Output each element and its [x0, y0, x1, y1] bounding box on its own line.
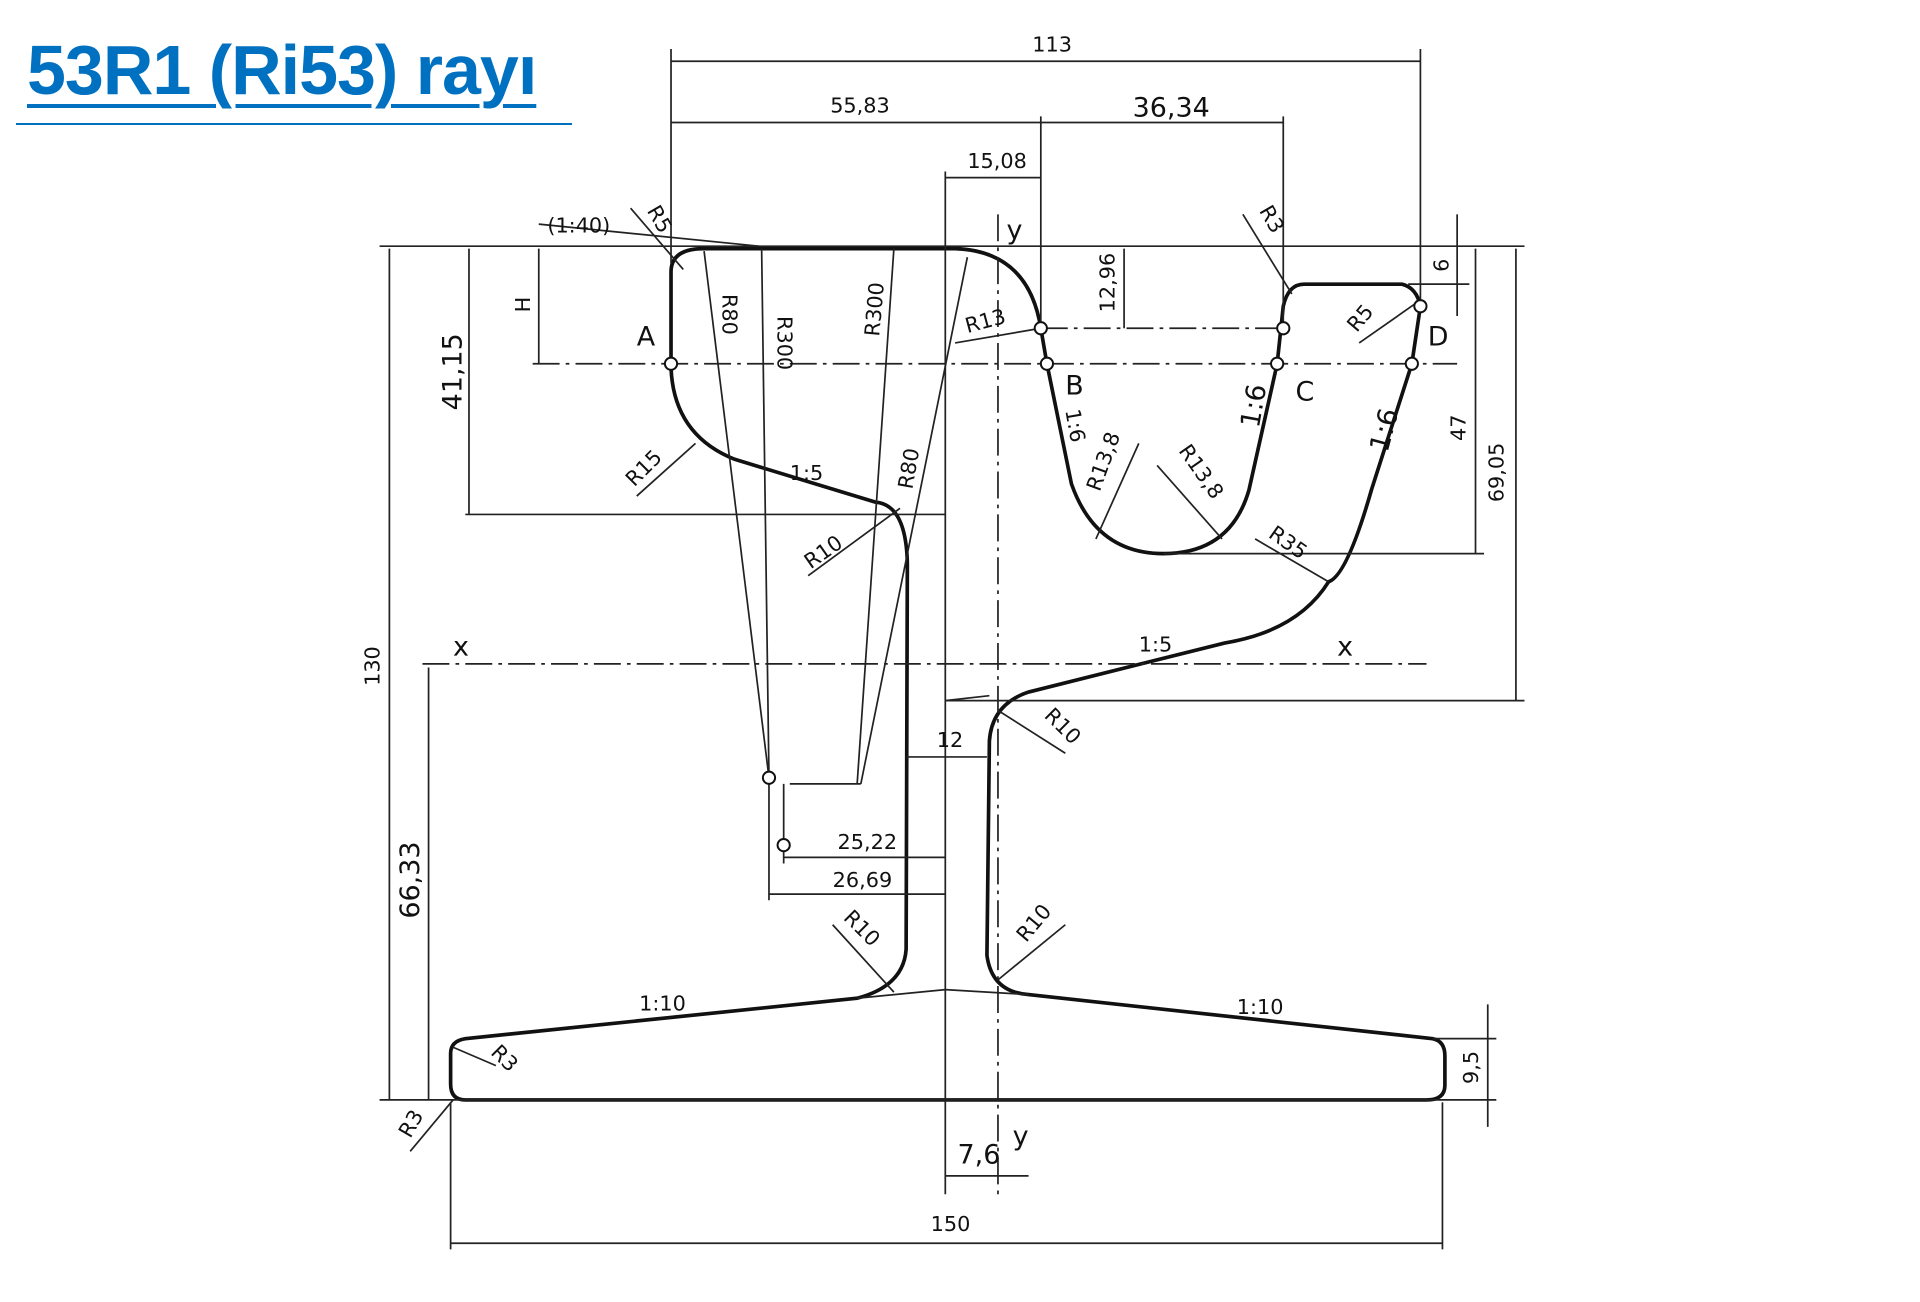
dim-12-96: 12,96 — [1095, 253, 1119, 313]
slope-1-10-right: 1:10 — [1237, 995, 1284, 1019]
radius-r10-lower-right: R10 — [1012, 900, 1057, 947]
dimension-lines — [388, 60, 1517, 1245]
dim-47: 47 — [1447, 414, 1471, 440]
point-B: B — [1065, 370, 1083, 401]
dim-41-15: 41,15 — [438, 333, 469, 410]
radius-r10-upper-left: R10 — [800, 531, 847, 574]
slope-1-6-d: 1:6 — [1364, 405, 1405, 455]
radius-r15: R15 — [621, 445, 667, 491]
point-A: A — [637, 321, 656, 352]
radius-r80-right: R80 — [894, 446, 925, 490]
web-centre-bump — [857, 988, 1029, 1000]
title-underline — [16, 123, 572, 125]
page-title: 53R1 (Ri53) rayı — [27, 31, 537, 109]
dim-1-40: (1:40) — [547, 214, 610, 238]
radius-r5-right: R5 — [1342, 300, 1378, 337]
slope-1-5-right: 1:5 — [1139, 633, 1172, 657]
axis-x-right-label: x — [1337, 631, 1353, 662]
slope-1-5-left: 1:5 — [790, 461, 823, 485]
dimension-labels: 113 55,83 36,34 15,08 (1:40) 12,96 6 41,… — [361, 32, 1509, 1236]
dim-12: 12 — [937, 728, 963, 752]
dim-130: 130 — [361, 646, 385, 686]
point-D: D — [1428, 321, 1449, 352]
radius-r13: R13 — [962, 304, 1008, 338]
radius-r80-left: R80 — [717, 294, 741, 335]
dim-69-05: 69,05 — [1485, 443, 1509, 503]
dim-36-34: 36,34 — [1133, 92, 1210, 123]
dim-113: 113 — [1032, 32, 1072, 56]
radius-r300-left: R300 — [773, 316, 797, 370]
radius-r10-lower-left: R10 — [839, 905, 885, 951]
slope-labels: 1:5 1:5 1:6 1:6 1:6 1:10 1:10 — [639, 382, 1405, 1019]
dim-7-6: 7,6 — [958, 1140, 1001, 1171]
dim-H: H — [511, 297, 535, 313]
slope-1-10-left: 1:10 — [639, 991, 686, 1015]
radius-labels: R5 R80 R300 R300 R13 R3 R5 R15 R80 R10 R… — [394, 201, 1379, 1141]
axis-y-top-label: y — [1007, 215, 1023, 246]
slope-1-6-c: 1:6 — [1235, 382, 1273, 430]
dim-25-22: 25,22 — [838, 830, 898, 854]
dim-55-83: 55,83 — [830, 94, 890, 118]
dim-9-5: 9,5 — [1459, 1051, 1483, 1084]
dim-66-33: 66,33 — [395, 841, 426, 918]
dim-150: 150 — [931, 1212, 971, 1236]
rail-outline — [448, 246, 1447, 1102]
extension-lines — [379, 48, 1525, 1250]
radius-r3-foot-top: R3 — [486, 1040, 523, 1077]
point-C: C — [1296, 377, 1315, 408]
slope-1-6-b: 1:6 — [1060, 407, 1089, 444]
dim-6: 6 — [1430, 259, 1454, 272]
axis-y-bottom-label: y — [1013, 1121, 1029, 1152]
axis-x-left-label: x — [453, 631, 469, 662]
point-labels: A B C D x x y y — [453, 215, 1448, 1152]
reference-points — [663, 299, 1428, 853]
dim-26-69: 26,69 — [833, 868, 893, 892]
dim-15-08: 15,08 — [967, 149, 1027, 173]
radius-r300-right: R300 — [860, 281, 889, 337]
